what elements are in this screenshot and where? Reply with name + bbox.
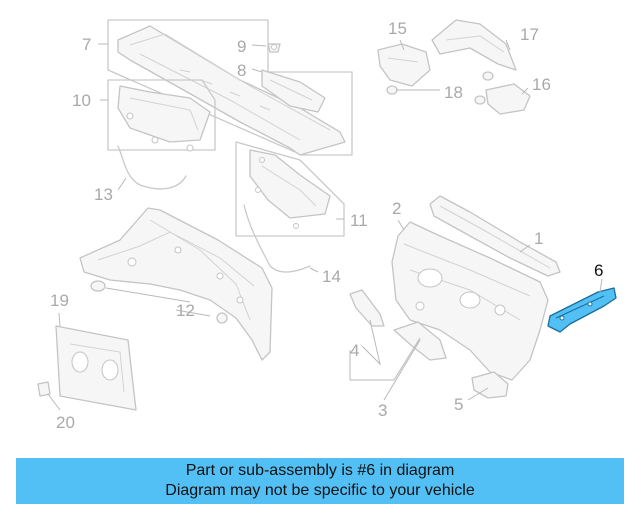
cowl-grille-piece bbox=[261, 69, 326, 113]
callout-7: 7 bbox=[82, 35, 91, 54]
callout-15: 15 bbox=[388, 19, 407, 38]
group-box-10 bbox=[107, 79, 216, 152]
callout-14: 14 bbox=[322, 267, 341, 286]
bracket-4 bbox=[349, 289, 385, 327]
callout-13: 13 bbox=[94, 185, 113, 204]
highlighted-part-6[interactable] bbox=[547, 287, 617, 333]
dash-panel-insulator bbox=[79, 207, 273, 361]
callout-9: 9 bbox=[237, 37, 246, 56]
bracket-15 bbox=[377, 43, 431, 87]
bracket-16 bbox=[485, 83, 531, 115]
callout-3: 3 bbox=[378, 401, 387, 420]
grommet-12 bbox=[90, 280, 228, 324]
cable-13 bbox=[117, 145, 187, 190]
hose-14 bbox=[243, 204, 311, 273]
callout-11: 11 bbox=[350, 211, 368, 230]
banner-line-1: Part or sub-assembly is #6 in diagram bbox=[185, 462, 455, 479]
bracket-5 bbox=[471, 371, 509, 399]
callout-5: 5 bbox=[454, 395, 463, 414]
group-box-11 bbox=[235, 141, 345, 237]
parts-diagram: 7 9 8 10 13 11 14 12 19 20 15 17 18 16 2… bbox=[37, 19, 617, 432]
banner-line-2: Diagram may not be specific to your vehi… bbox=[165, 482, 475, 499]
callout-6: 6 bbox=[594, 261, 603, 280]
bracket-17 bbox=[431, 19, 517, 71]
cowl-vent-panel bbox=[117, 25, 346, 156]
callout-17: 17 bbox=[520, 25, 539, 44]
dash-panel bbox=[391, 221, 549, 381]
callout-16: 16 bbox=[532, 75, 551, 94]
info-banner: Part or sub-assembly is #6 in diagram Di… bbox=[16, 458, 624, 504]
callout-20: 20 bbox=[56, 413, 75, 432]
callout-18: 18 bbox=[444, 83, 463, 102]
callout-12: 12 bbox=[176, 301, 195, 320]
plug-18 bbox=[386, 71, 494, 105]
callout-8: 8 bbox=[237, 61, 246, 80]
callout-1: 1 bbox=[534, 229, 543, 248]
group-box-7 bbox=[107, 19, 353, 156]
callout-19: 19 bbox=[50, 291, 69, 310]
callout-4: 4 bbox=[350, 341, 359, 360]
callout-labels: 7 9 8 10 13 11 14 12 19 20 15 17 18 16 2… bbox=[50, 19, 603, 432]
cowl-top-reinforcement bbox=[429, 195, 561, 277]
bracket-3 bbox=[393, 321, 447, 361]
clip-fastener bbox=[267, 43, 281, 53]
bracket-20 bbox=[37, 381, 51, 397]
callout-10: 10 bbox=[72, 91, 91, 110]
insulator-pad-19 bbox=[55, 325, 137, 411]
leader-lines bbox=[47, 39, 603, 411]
callout-2: 2 bbox=[392, 199, 401, 218]
